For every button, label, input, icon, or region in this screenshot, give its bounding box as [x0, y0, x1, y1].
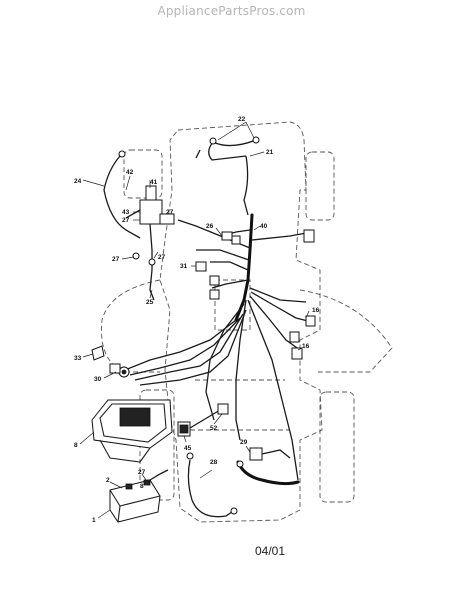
ignition-switch-30 [109, 363, 130, 378]
callout-45: 45 [184, 445, 192, 452]
callout-8: 8 [74, 442, 78, 449]
callout-40: 40 [260, 223, 268, 230]
fuse-and-plug [177, 403, 229, 437]
callout-27b: 27 [166, 209, 174, 216]
solenoid-assembly [125, 185, 175, 301]
callout-25: 25 [146, 299, 154, 306]
headlight-harness [195, 136, 260, 216]
callout-8b: 8 [140, 483, 144, 490]
callout-29: 29 [240, 439, 248, 446]
seat-switches [289, 315, 316, 360]
watermark-text: AppliancePartsPros.com [157, 4, 306, 18]
callout-1: 1 [92, 517, 96, 524]
callout-22: 22 [238, 116, 246, 123]
callout-16a: 16 [312, 307, 320, 314]
callout-28: 28 [210, 459, 218, 466]
battery-box [91, 399, 173, 463]
date-code: 04/01 [255, 544, 286, 558]
voltage-regulator-29 [236, 447, 300, 486]
callout-16b: 16 [302, 343, 310, 350]
callout-43: 43 [122, 209, 130, 216]
leader-lines [79, 121, 310, 519]
callout-2: 2 [106, 477, 110, 484]
callout-24: 24 [74, 178, 82, 185]
callout-41: 41 [150, 179, 158, 186]
callout-27c: 27 [112, 256, 120, 263]
main-harness-bundle [124, 213, 313, 481]
callout-31: 31 [180, 263, 188, 270]
callout-27a: 27 [122, 217, 130, 224]
callout-21: 21 [266, 149, 274, 156]
callout-33: 33 [74, 355, 82, 362]
callout-27d: 27 [158, 254, 166, 261]
battery [109, 469, 169, 523]
callout-42: 42 [126, 169, 134, 176]
harness-connectors [195, 229, 315, 300]
ground-wire-24 [103, 150, 141, 239]
callout-52: 52 [210, 425, 218, 432]
battery-cable-28 [186, 452, 238, 518]
callout-30: 30 [94, 376, 102, 383]
callout-27e: 27 [138, 469, 146, 476]
bracket-33 [91, 345, 105, 361]
callout-26: 26 [206, 223, 214, 230]
callout-labels: 22 21 24 42 41 43 27 27 27 27 25 26 40 3… [74, 116, 320, 524]
